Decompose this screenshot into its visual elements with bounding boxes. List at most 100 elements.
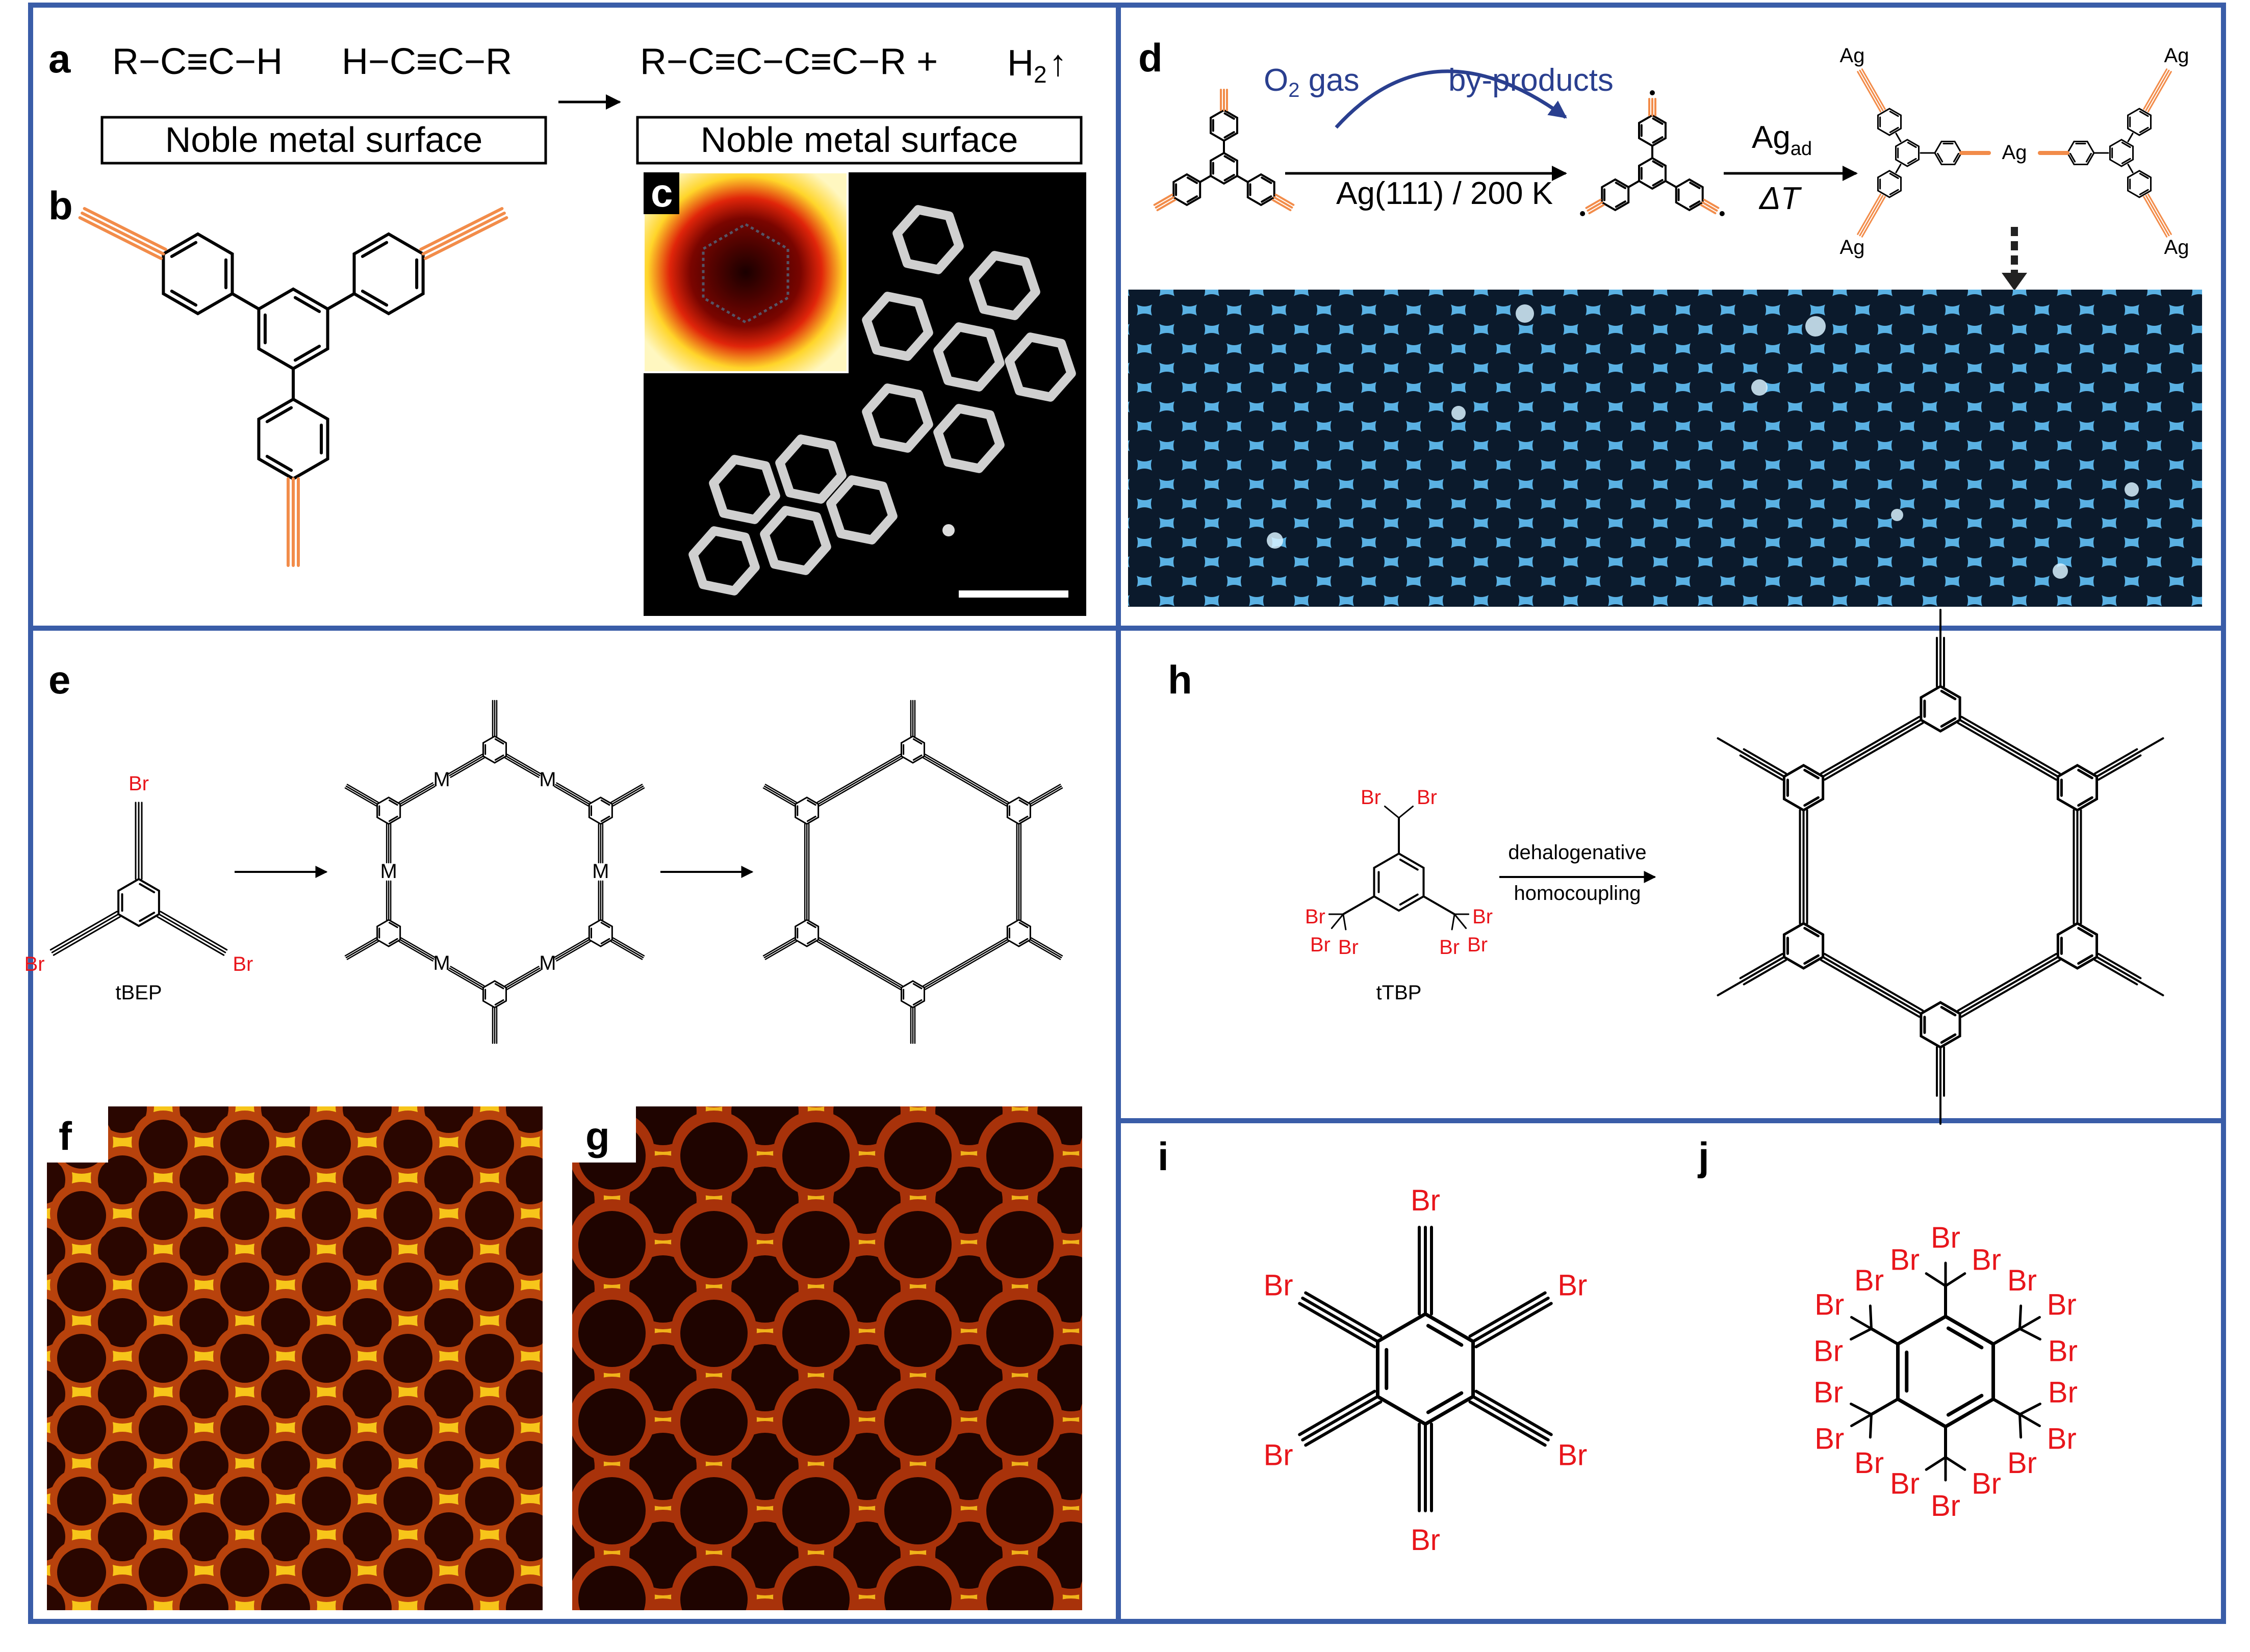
bond bbox=[2127, 133, 2134, 142]
bromine-atom: Br bbox=[24, 953, 45, 975]
outer-ethynyl bbox=[1031, 787, 1063, 807]
bond bbox=[1850, 1327, 1873, 1341]
ethynyl-group bbox=[78, 216, 163, 260]
reactant-terminal-alkyne-2: H−C≡C−R bbox=[342, 41, 512, 82]
ethynyl-group bbox=[1700, 204, 1717, 215]
polymer-ring bbox=[892, 205, 964, 274]
ring-double-bond bbox=[170, 290, 198, 307]
ring-double-bond bbox=[1940, 1033, 1957, 1044]
bond bbox=[1717, 980, 1744, 996]
benzene-ring bbox=[900, 980, 926, 1009]
ring-double-bond bbox=[806, 815, 816, 822]
ethynyl-group bbox=[1585, 198, 1602, 209]
bromoethynyl-group bbox=[49, 911, 118, 951]
diyne-link bbox=[1960, 715, 2061, 775]
adsorbate-dot bbox=[942, 524, 955, 536]
ring-double-bond bbox=[1018, 922, 1029, 928]
bromoethynyl-group bbox=[157, 916, 225, 956]
ethynyl-group bbox=[1861, 68, 1886, 110]
bond bbox=[1850, 1316, 1873, 1330]
diyne-link bbox=[1824, 722, 1924, 781]
ring-double-bond bbox=[1689, 200, 1701, 208]
butadiyne-link bbox=[819, 937, 903, 987]
bromine-atom: Br bbox=[1972, 1467, 2001, 1500]
ring-double-bond bbox=[2139, 189, 2149, 195]
panel-g-label: g bbox=[585, 1114, 610, 1158]
outer-ethynyl bbox=[1739, 754, 1783, 781]
diyne-link bbox=[1959, 956, 2059, 1015]
benzene-ring bbox=[1920, 685, 1961, 733]
link-ethynyl bbox=[504, 966, 540, 987]
metal-atom-label: M bbox=[433, 952, 450, 974]
ring-double-bond bbox=[1953, 152, 1959, 163]
link-ethynyl bbox=[450, 966, 485, 987]
bromine-atom: Br bbox=[2048, 1376, 2078, 1409]
bromine-atom: Br bbox=[1931, 1489, 1960, 1522]
bromoethynyl-group bbox=[1304, 1291, 1383, 1338]
ethynyl-group bbox=[1273, 196, 1293, 209]
ring-double-bond bbox=[1803, 796, 1820, 807]
benzene-ring bbox=[1638, 157, 1667, 190]
link-ethynyl bbox=[398, 941, 433, 962]
benzene-ring bbox=[1006, 796, 1031, 825]
bromine-atom: Br bbox=[1813, 1376, 1843, 1409]
ethynyl-group bbox=[1588, 204, 1605, 215]
graphdiyne-network-h bbox=[1717, 609, 2164, 1125]
panel-frame bbox=[28, 3, 2226, 1624]
surface-label-left: Noble metal surface bbox=[165, 120, 483, 160]
panel-c-label: c bbox=[651, 170, 673, 215]
ring-double-bond bbox=[806, 922, 816, 928]
ring-double-bond bbox=[1889, 126, 1899, 134]
ethynyl-group bbox=[83, 207, 167, 251]
benzene-ring bbox=[1601, 178, 1630, 212]
bond bbox=[2137, 737, 2164, 754]
ring-double-bond bbox=[2077, 926, 2093, 938]
outer-ethynyl bbox=[345, 939, 378, 959]
metal-atom-label: M bbox=[433, 768, 450, 791]
diyne-link bbox=[1822, 719, 1922, 778]
bromine-atom: Br bbox=[1264, 1269, 1293, 1302]
outer-ethynyl bbox=[610, 784, 643, 803]
ethynyl-group bbox=[1857, 193, 1882, 235]
benzene-ring bbox=[1782, 764, 1825, 812]
bromine-atom: Br bbox=[1467, 934, 1488, 956]
bromine-atom: Br bbox=[1439, 936, 1460, 959]
bromine-atom: Br bbox=[1338, 936, 1359, 959]
ring-double-bond bbox=[2085, 152, 2092, 163]
butadiyne-link bbox=[817, 755, 902, 805]
butadiyne-link bbox=[923, 937, 1007, 987]
ttbp-label: tTBP bbox=[1376, 982, 1422, 1004]
outer-ethynyl bbox=[611, 785, 644, 805]
benzene-ring bbox=[2127, 170, 2152, 198]
bromoethynyl-group bbox=[53, 916, 121, 956]
ring-double-bond bbox=[494, 738, 504, 745]
o2-gas-label: O2 gas bbox=[1264, 63, 1360, 101]
benzene-ring bbox=[162, 232, 234, 316]
ag-bridge-label: Ag bbox=[2002, 141, 2027, 164]
bromoethynyl-group bbox=[1301, 1395, 1379, 1441]
bond bbox=[1869, 1413, 1873, 1439]
outer-ethynyl bbox=[610, 941, 643, 960]
ring-double-bond bbox=[2121, 158, 2131, 164]
stm-image-g bbox=[572, 1106, 1082, 1610]
bromine-atom: Br bbox=[2007, 1264, 2037, 1297]
ring-double-bond bbox=[912, 983, 923, 990]
bond bbox=[2018, 1327, 2041, 1341]
ring-double-bond bbox=[1907, 158, 1917, 164]
butadiyne-link bbox=[816, 941, 901, 990]
benzene-ring bbox=[482, 735, 507, 764]
bromine-atom: Br bbox=[1305, 906, 1325, 928]
polymer-ring bbox=[688, 526, 760, 596]
bond bbox=[326, 292, 356, 311]
polymer-ring bbox=[933, 322, 1005, 392]
bond bbox=[1991, 1327, 2022, 1346]
ring-double-bond bbox=[494, 999, 504, 1005]
ring-double-bond bbox=[1018, 799, 1029, 806]
butadiyne-link bbox=[816, 754, 901, 803]
outer-ethynyl bbox=[1030, 939, 1062, 959]
hydrogen-molecule: H2↑ bbox=[1007, 43, 1067, 88]
bromine-atom: Br bbox=[2047, 1423, 2077, 1456]
